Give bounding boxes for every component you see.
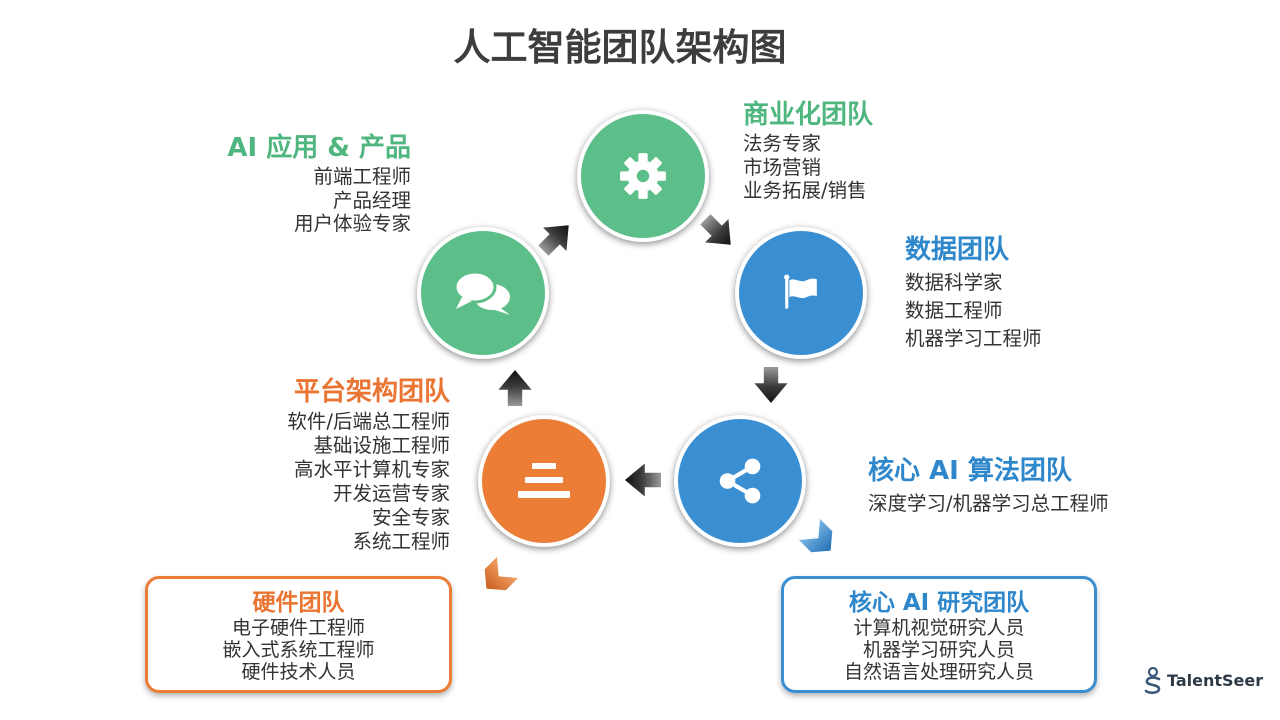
logo-text: TalentSeer: [1167, 671, 1264, 690]
team-core-algorithm-name: 核心 AI 算法团队: [868, 456, 1072, 486]
team-member: 系统工程师: [352, 530, 450, 553]
team-member: 软件/后端总工程师: [287, 410, 450, 433]
team-hardware-box: 硬件团队 电子硬件工程师 嵌入式系统工程师 硬件技术人员: [145, 576, 452, 693]
team-data-name: 数据团队: [905, 235, 1010, 265]
chat-icon: [453, 270, 510, 315]
page-title: 人工智能团队架构图: [453, 26, 787, 69]
share-icon: [719, 458, 761, 504]
team-data-members: 数据科学家 数据工程师 机器学习工程师: [905, 269, 1042, 353]
flag-icon: [784, 274, 817, 309]
team-member: 基础设施工程师: [313, 434, 450, 457]
team-application-circle: [417, 227, 549, 359]
talentseer-logo-icon: [1144, 667, 1161, 695]
team-member: 用户体验专家: [293, 212, 411, 235]
team-member: 高水平计算机专家: [293, 458, 450, 481]
team-application-members: 前端工程师 产品经理 用户体验专家: [294, 165, 411, 236]
arrow-left-icon: [625, 462, 661, 498]
team-member: 深度学习/机器学习总工程师: [868, 492, 1109, 515]
team-member: 产品经理: [332, 188, 411, 212]
team-platform-circle: [478, 415, 610, 547]
team-core-algorithm-circle: [674, 415, 806, 547]
team-core-algorithm-members: 深度学习/机器学习总工程师: [868, 492, 1109, 516]
team-data-circle: [735, 227, 867, 359]
team-commercial-circle: [577, 110, 709, 242]
team-core-research-name: 核心 AI 研究团队: [848, 590, 1030, 616]
team-member: 自然语言处理研究人员: [843, 661, 1034, 683]
chevron-down-right-icon: [799, 519, 841, 561]
team-member: 嵌入式系统工程师: [222, 639, 375, 661]
team-member: 业务拓展/销售: [743, 179, 867, 202]
team-member: 机器学习工程师: [905, 327, 1042, 350]
team-member: 硬件技术人员: [241, 661, 356, 683]
team-platform-name: 平台架构团队: [293, 377, 450, 407]
stack-icon: [518, 463, 570, 498]
team-member: 开发运营专家: [332, 482, 450, 505]
team-core-research-box: 核心 AI 研究团队 计算机视觉研究人员 机器学习研究人员 自然语言处理研究人员: [781, 576, 1097, 693]
chevron-down-left-icon: [476, 557, 518, 599]
team-member: 电子硬件工程师: [231, 617, 365, 639]
arrow-up-icon: [497, 370, 533, 406]
team-member: 法务专家: [743, 132, 822, 155]
team-commercial-name: 商业化团队: [743, 100, 874, 130]
gear-icon: [620, 153, 666, 199]
team-member: 数据工程师: [905, 299, 1003, 322]
team-member: 市场营销: [743, 155, 822, 179]
arrow-down-icon: [753, 367, 789, 403]
team-hardware-members: 电子硬件工程师 嵌入式系统工程师 硬件技术人员: [148, 617, 449, 683]
team-member: 计算机视觉研究人员: [853, 617, 1025, 639]
team-member: 机器学习研究人员: [862, 639, 1015, 661]
team-core-research-members: 计算机视觉研究人员 机器学习研究人员 自然语言处理研究人员: [784, 617, 1094, 683]
team-member: 数据科学家: [905, 271, 1003, 294]
team-hardware-name: 硬件团队: [252, 590, 345, 616]
team-platform-members: 软件/后端总工程师 基础设施工程师 高水平计算机专家 开发运营专家 安全专家 系…: [287, 410, 450, 554]
arrow-down-right-icon: [693, 207, 744, 258]
team-commercial-members: 法务专家 市场营销 业务拓展/销售: [743, 132, 867, 203]
team-member: 安全专家: [371, 506, 450, 529]
team-member: 前端工程师: [313, 165, 411, 188]
team-application-name: AI 应用 & 产品: [227, 133, 411, 163]
